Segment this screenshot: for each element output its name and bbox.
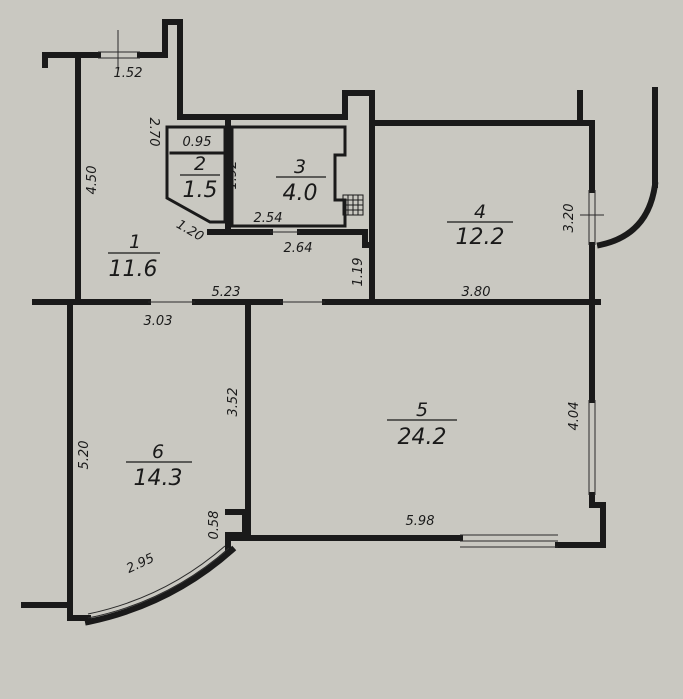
room6-arc-mid	[87, 547, 230, 619]
wall-room5-right-lower	[555, 492, 606, 548]
windows	[84, 30, 659, 626]
wall-hall-lower-right	[297, 229, 375, 248]
room-6-number: 6	[152, 441, 164, 463]
balcony-arc	[596, 181, 659, 249]
wall-room3	[230, 125, 347, 228]
dim-room4-height: 3.20	[562, 204, 577, 233]
dim-hall-bottom: 2.64	[284, 241, 313, 256]
room-4-area: 12.2	[456, 225, 505, 250]
room-1-number: 1	[129, 231, 141, 253]
wall-room2	[165, 125, 227, 224]
dim-room6-height: 5.20	[77, 441, 92, 470]
dim-room5-width: 5.98	[406, 514, 435, 529]
room-2-number: 2	[194, 153, 206, 175]
room-2-area: 1.5	[183, 178, 218, 203]
wall-left-upper	[42, 52, 81, 303]
room-4-number: 4	[474, 201, 486, 223]
dimension-labels: 1.52 2.70 0.95 1.92 1.20 2.54 4.50 2.64 …	[77, 66, 582, 577]
room6-arc-outer	[84, 545, 237, 626]
wall-room6-corner	[225, 509, 248, 538]
door-gaps	[148, 231, 325, 303]
room-6-area: 14.3	[134, 466, 183, 491]
room6-arc-inner	[87, 545, 226, 615]
dim-room5-height: 4.04	[567, 402, 582, 431]
dim-room5-inner: 3.52	[226, 388, 241, 417]
dim-room6-arc: 2.95	[124, 551, 157, 577]
dim-room2-height: 1.92	[225, 161, 240, 190]
room-3-area: 4.0	[283, 181, 318, 206]
room-labels: 1 11.6 2 1.5 3 4.0 4 12.2 5 24.2 6 14.3	[108, 153, 513, 491]
dim-room3-width: 2.54	[254, 211, 283, 226]
dim-hall-width: 5.23	[212, 285, 241, 300]
dim-top-window: 1.52	[114, 66, 143, 81]
dim-room2-width: 0.95	[183, 135, 212, 150]
room-3-number: 3	[294, 156, 306, 178]
dim-hall-notch: 1.19	[351, 258, 366, 287]
wall-top-right-hall	[137, 19, 183, 118]
vent-grid-icon	[342, 194, 364, 216]
dim-room2-bevel: 1.20	[173, 217, 206, 244]
room-1-area: 11.6	[109, 257, 158, 282]
dim-room4-width: 3.80	[462, 285, 491, 300]
dim-hall-left: 4.50	[85, 166, 100, 195]
room-5-number: 5	[416, 399, 428, 421]
dim-bath-diag: 2.70	[146, 118, 161, 147]
dim-room6-small: 0.58	[207, 511, 222, 540]
wall-top-vent	[342, 90, 375, 120]
walls	[21, 19, 658, 621]
wall-bottom-left-corner	[21, 602, 91, 621]
room-5-area: 24.2	[398, 425, 447, 450]
wall-room4-right	[577, 90, 595, 193]
dim-room6-width: 3.03	[144, 314, 173, 329]
